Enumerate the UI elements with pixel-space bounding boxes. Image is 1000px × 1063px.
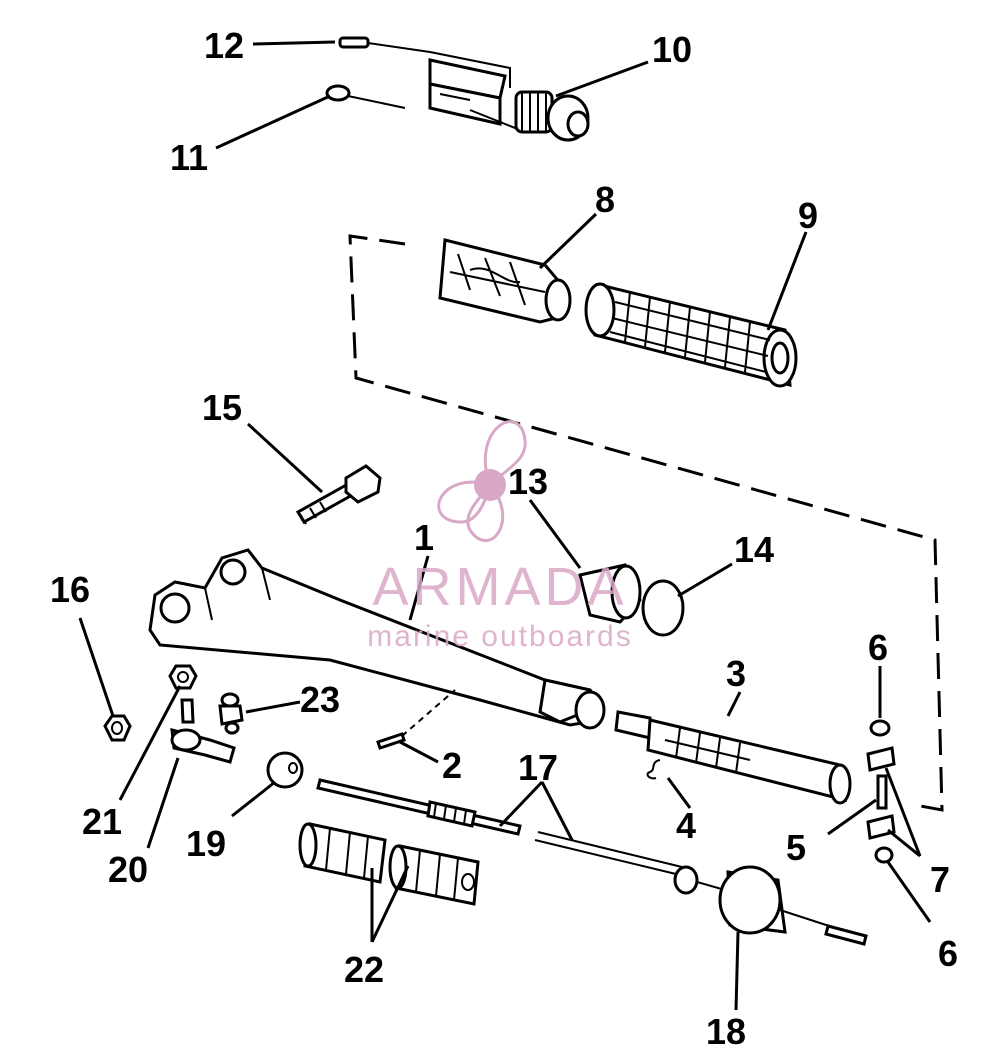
callout-7: 7 bbox=[930, 859, 950, 900]
part-9-grip bbox=[584, 282, 798, 388]
leader-lines bbox=[78, 40, 932, 1011]
part-10-switch bbox=[428, 51, 590, 142]
callout-4: 4 bbox=[676, 805, 696, 846]
part-13-bushing bbox=[578, 563, 642, 624]
part-19-ball bbox=[266, 751, 304, 789]
assembly-boundary bbox=[348, 234, 944, 812]
watermark-title: ARMADA bbox=[372, 557, 627, 617]
callout-15: 15 bbox=[202, 387, 242, 428]
part-12-terminal bbox=[338, 36, 431, 53]
part-6-top-nut bbox=[869, 719, 891, 737]
callout-5: 5 bbox=[786, 827, 806, 868]
watermark-subtitle: marine outboards bbox=[367, 620, 632, 653]
callout-21: 21 bbox=[82, 801, 122, 842]
callout-19: 19 bbox=[186, 823, 226, 864]
part-18-cable-weight bbox=[673, 865, 868, 946]
callout-18: 18 bbox=[706, 1011, 746, 1052]
callout-22: 22 bbox=[344, 949, 384, 990]
part-21-nut bbox=[168, 664, 198, 690]
callout-23: 23 bbox=[300, 679, 340, 720]
part-11-ring-terminal bbox=[325, 84, 406, 109]
callout-10: 10 bbox=[652, 29, 692, 70]
callout-9: 9 bbox=[798, 195, 818, 236]
part-2-pin bbox=[376, 689, 456, 750]
part-5-screw bbox=[876, 774, 888, 810]
part-23-grease-fitting bbox=[218, 692, 244, 735]
watermark: ARMADA marine outboards bbox=[367, 420, 632, 653]
part-1-tiller-arm bbox=[148, 548, 606, 730]
part-4-spring-clip bbox=[646, 759, 661, 780]
callout-labels: 12 10 11 8 9 15 13 1 14 16 6 3 23 2 17 4… bbox=[50, 25, 958, 1052]
callout-8: 8 bbox=[595, 179, 615, 220]
callout-14: 14 bbox=[734, 529, 774, 570]
callout-17: 17 bbox=[518, 747, 558, 788]
part-14-o-ring bbox=[641, 579, 685, 637]
callout-3: 3 bbox=[726, 653, 746, 694]
part-15-bolt bbox=[295, 464, 382, 525]
callout-11: 11 bbox=[170, 137, 208, 178]
part-7-blocks bbox=[866, 746, 896, 840]
part-6-bottom-nut bbox=[874, 846, 894, 864]
callout-2: 2 bbox=[442, 745, 462, 786]
part-22-sleeves bbox=[298, 822, 480, 906]
part-3-throttle-shaft bbox=[614, 710, 852, 805]
callout-6-bottom: 6 bbox=[938, 933, 958, 974]
callout-20: 20 bbox=[108, 849, 148, 890]
callout-16: 16 bbox=[50, 569, 90, 610]
part-20-ball-joint bbox=[170, 698, 236, 764]
callout-6-top: 6 bbox=[868, 627, 888, 668]
part-8-throttle-sleeve bbox=[438, 238, 572, 324]
part-17-cables bbox=[316, 778, 726, 891]
propeller-logo-icon bbox=[437, 420, 527, 543]
part-16-nut bbox=[103, 714, 132, 742]
callout-13: 13 bbox=[508, 461, 548, 502]
callout-1: 1 bbox=[414, 517, 434, 558]
callout-12: 12 bbox=[204, 25, 244, 66]
